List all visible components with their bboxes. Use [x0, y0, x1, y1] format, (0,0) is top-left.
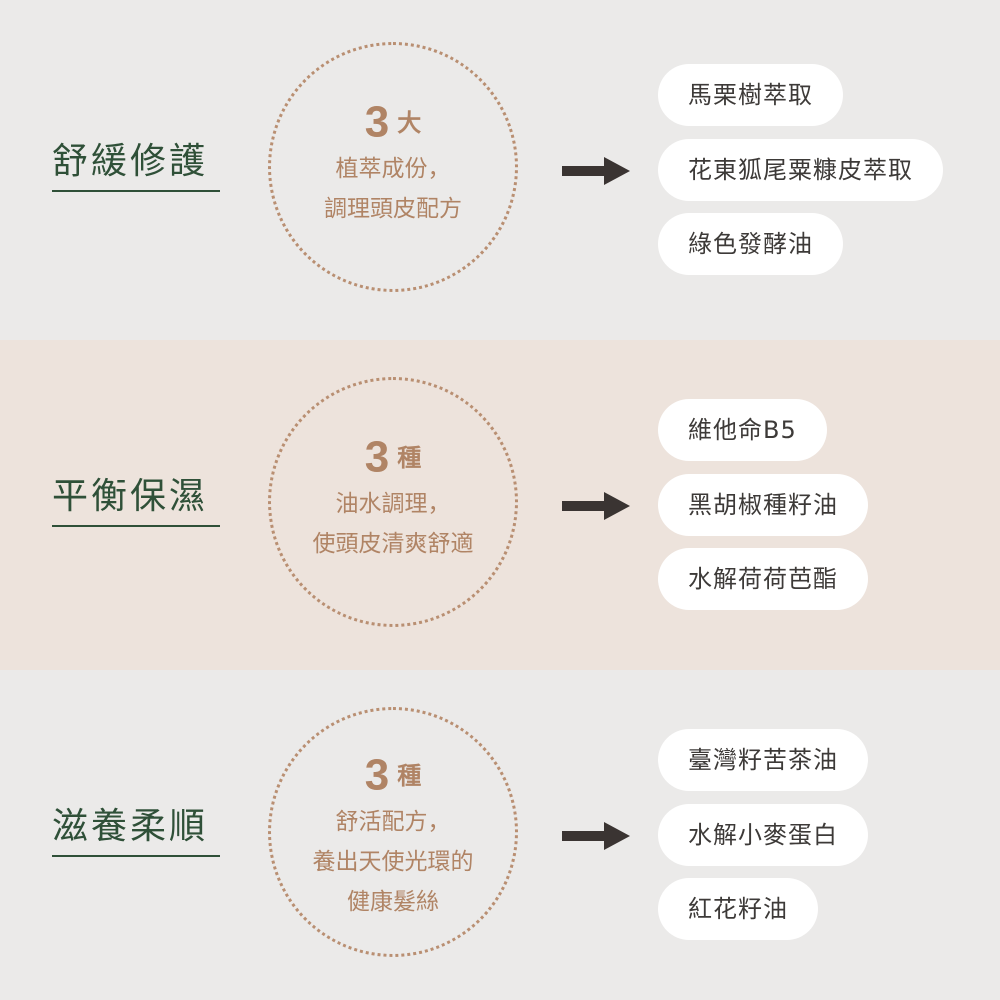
desc-line: 油水調理，: [335, 491, 451, 517]
section-title: 舒緩修護: [52, 140, 220, 192]
count-unit: 種: [397, 443, 422, 472]
desc-line: 植萃成份，: [335, 156, 451, 182]
arrow-right-icon: [562, 492, 630, 520]
count-unit: 種: [397, 761, 422, 790]
count-number: 3: [364, 750, 390, 800]
desc-line: 舒活配方，: [335, 809, 451, 835]
section-title: 滋養柔順: [52, 805, 220, 857]
ingredient-pill: 維他命B5: [658, 399, 827, 461]
desc-line: 養出天使光環的: [312, 849, 474, 875]
ingredient-pill: 水解小麥蛋白: [658, 804, 868, 866]
ingredient-pill: 花東狐尾粟糠皮萃取: [658, 139, 943, 201]
desc-line: 使頭皮清爽舒適: [312, 531, 474, 557]
ingredient-pill: 紅花籽油: [658, 878, 818, 940]
ingredient-pill: 綠色發酵油: [658, 213, 843, 275]
ingredient-pill: 馬栗樹萃取: [658, 64, 843, 126]
desc-line: 健康髮絲: [347, 889, 439, 915]
arrow-right-icon: [562, 157, 630, 185]
section-title: 平衡保濕: [52, 475, 220, 527]
ingredient-pill: 黑胡椒種籽油: [658, 474, 868, 536]
count-number: 3: [364, 432, 390, 482]
arrow-right-icon: [562, 822, 630, 850]
desc-line: 調理頭皮配方: [324, 196, 462, 222]
count-unit: 大: [397, 108, 422, 137]
ingredient-pill: 臺灣籽苦茶油: [658, 729, 868, 791]
ingredient-pill: 水解荷荷芭酯: [658, 548, 868, 610]
count-number: 3: [364, 97, 390, 147]
